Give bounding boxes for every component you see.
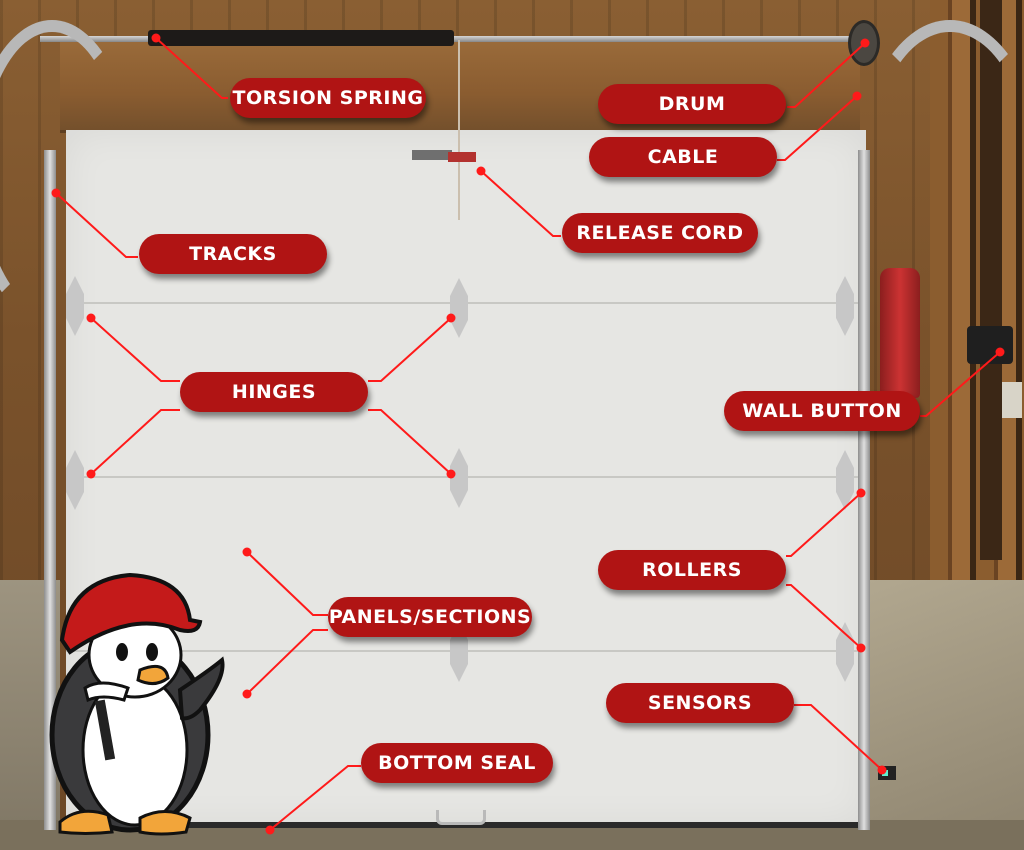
label-cable: CABLE — [589, 137, 777, 177]
penguin-mascot-icon — [49, 572, 225, 836]
torsion-spring — [148, 30, 454, 46]
label-panels-sections: PANELS/SECTIONS — [328, 597, 532, 637]
label-tracks: TRACKS — [139, 234, 327, 274]
release-handle — [448, 152, 476, 162]
hinge — [836, 276, 854, 336]
hinge — [66, 450, 84, 510]
label-wall-button: WALL BUTTON — [724, 391, 920, 431]
right-track — [858, 150, 870, 830]
label-bottom-seal: BOTTOM SEAL — [361, 743, 553, 783]
door-handle — [436, 810, 486, 825]
label-release-cord: RELEASE CORD — [562, 213, 758, 253]
hinge — [450, 278, 468, 338]
fire-extinguisher — [880, 268, 920, 398]
label-hinges: HINGES — [180, 372, 368, 412]
hinge — [450, 622, 468, 682]
label-sensors: SENSORS — [606, 683, 794, 723]
sensor-led-icon — [882, 770, 888, 776]
label-rollers: ROLLERS — [598, 550, 786, 590]
bottom-seal-strip — [66, 822, 866, 828]
wall-button-device — [967, 326, 1013, 364]
light-switch — [1002, 382, 1022, 418]
label-torsion-spring: TORSION SPRING — [230, 78, 426, 118]
label-drum: DRUM — [598, 84, 786, 124]
opener-arm — [412, 150, 452, 160]
torsion-shaft — [40, 36, 870, 42]
hinge — [66, 276, 84, 336]
release-cord-rope — [458, 40, 460, 220]
hinge — [450, 448, 468, 508]
cable-drum — [848, 20, 880, 66]
concrete-foundation-right — [870, 580, 1024, 850]
